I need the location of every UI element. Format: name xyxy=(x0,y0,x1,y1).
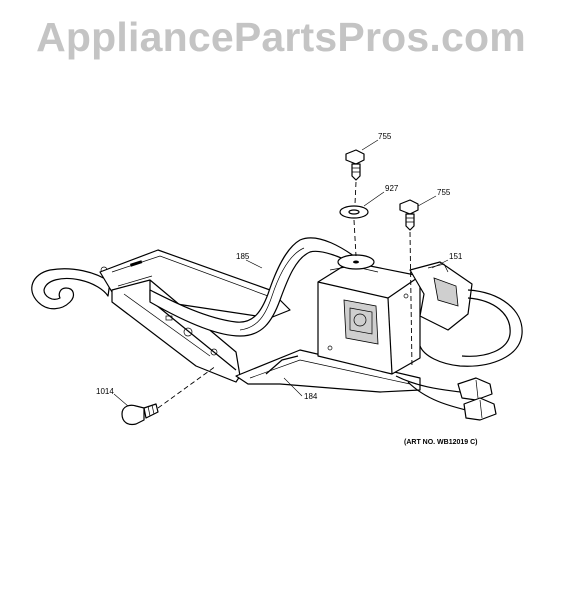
hook-part xyxy=(31,266,111,310)
art-number: (ART NO. WB12019 C) xyxy=(404,439,478,446)
fan-blade xyxy=(419,289,523,367)
callout-755-top: 755 xyxy=(378,132,392,141)
housing-boss xyxy=(337,254,375,270)
callout-927: 927 xyxy=(385,184,399,193)
damper-151 xyxy=(409,261,473,331)
watermark-text: AppliancePartsPros.com xyxy=(36,14,526,60)
callout-184: 184 xyxy=(304,392,318,401)
screw-755-right xyxy=(399,199,419,231)
wire-harness xyxy=(395,375,497,421)
callout-185: 185 xyxy=(236,252,250,261)
callout-755-right: 755 xyxy=(437,188,451,197)
assembly-lines xyxy=(157,181,413,409)
screw-755-top xyxy=(345,149,365,181)
leader-lines xyxy=(113,139,449,407)
callout-1014: 1014 xyxy=(96,387,114,396)
callout-151: 151 xyxy=(449,252,463,261)
washer-927 xyxy=(339,205,369,219)
motor-housing xyxy=(317,261,421,375)
screw-1014 xyxy=(121,403,159,426)
